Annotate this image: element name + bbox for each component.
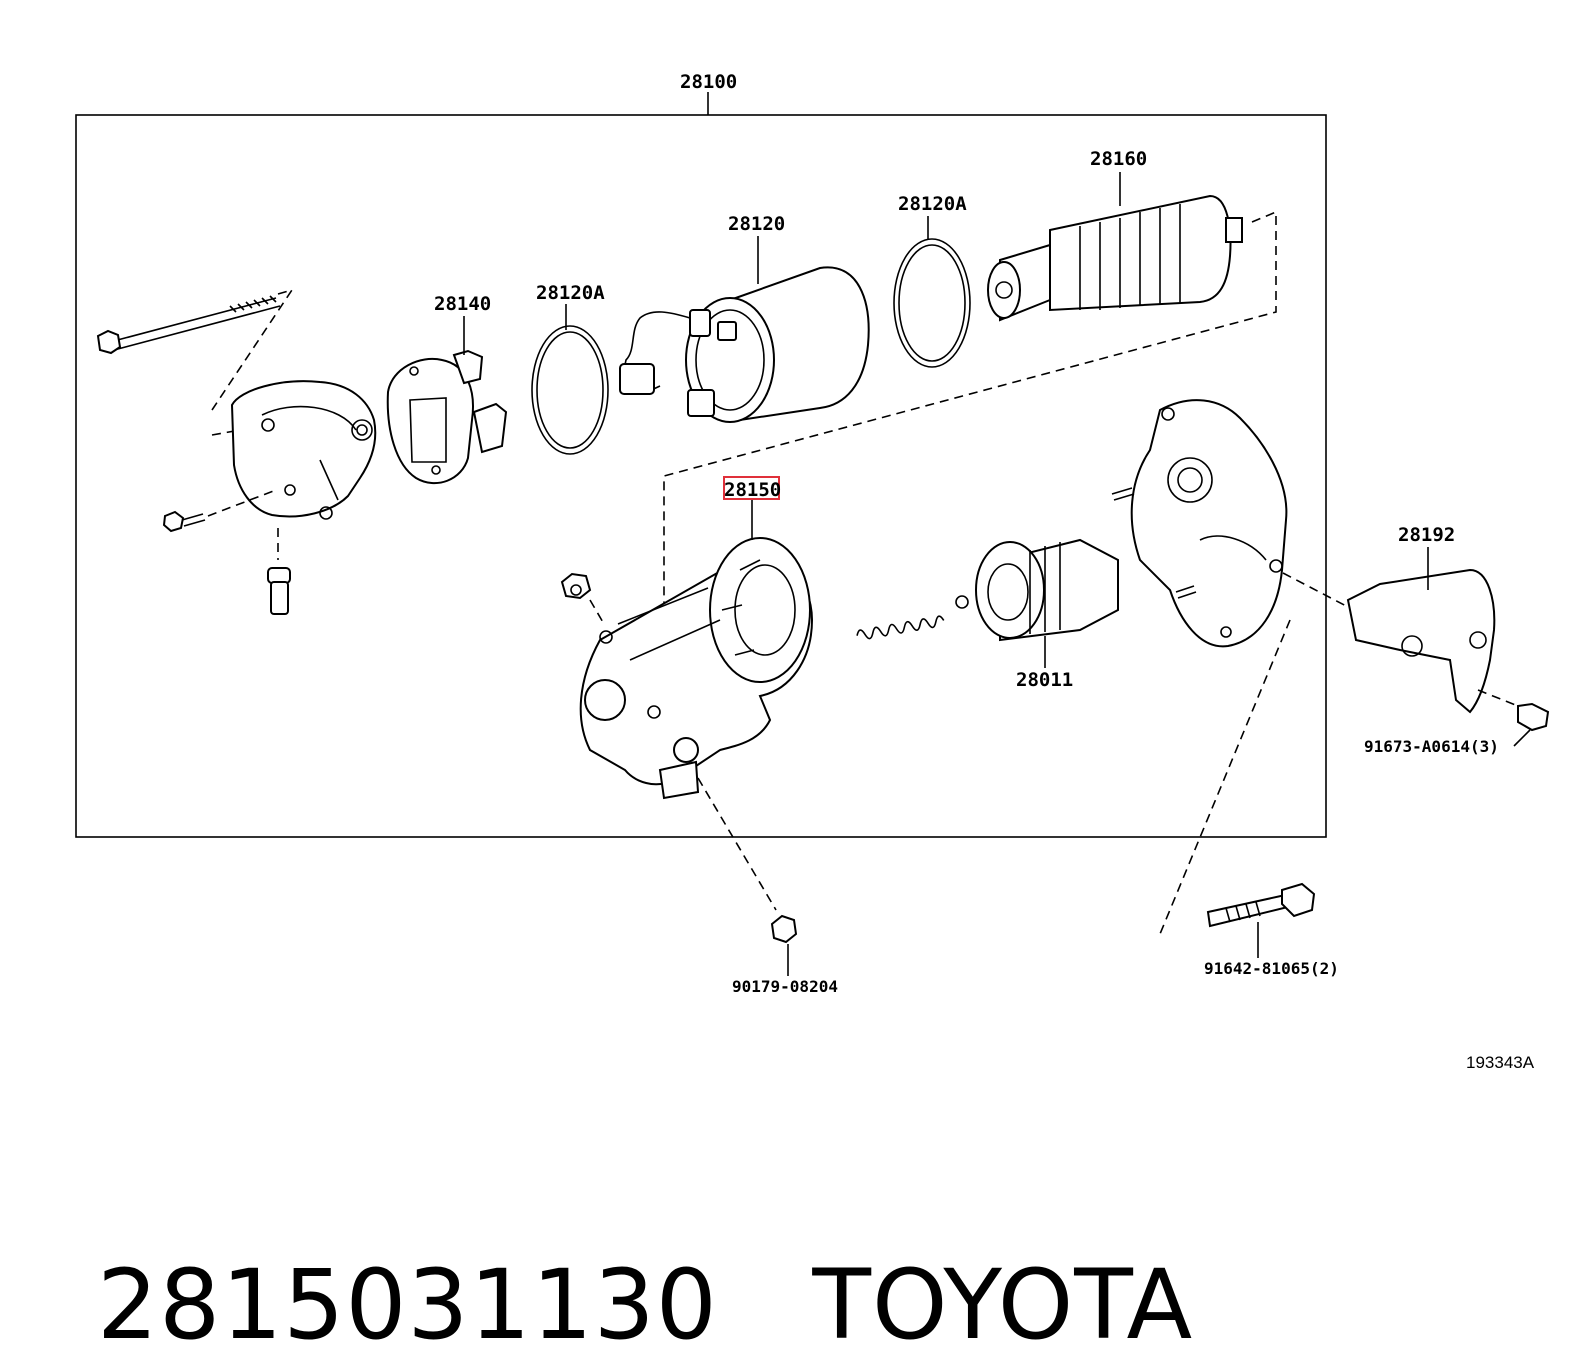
- drive-housing: [1111, 399, 1288, 648]
- label-28150[interactable]: 28150: [724, 479, 781, 501]
- part-caption: 2815031130 TOYOTA: [34, 1140, 1193, 1360]
- o-ring-left: [531, 325, 609, 455]
- label-28160[interactable]: 28160: [1090, 148, 1147, 170]
- label-91673[interactable]: 91673-A0614(3): [1364, 737, 1499, 756]
- label-28100[interactable]: 28100: [680, 71, 737, 93]
- return-spring: [856, 595, 969, 640]
- label-91642[interactable]: 91642-81065(2): [1204, 959, 1339, 978]
- pinion-clutch-28011: [975, 538, 1119, 642]
- label-28140[interactable]: 28140: [434, 293, 491, 315]
- caption-brand: TOYOTA: [812, 1249, 1194, 1361]
- brush-holder-28140: [386, 349, 508, 485]
- hex-nut-upper: [560, 572, 592, 600]
- label-28120a-left[interactable]: 28120A: [536, 282, 605, 304]
- highlight-28150: [723, 476, 780, 500]
- bolt-91673: [1513, 702, 1550, 747]
- end-cover: [230, 380, 377, 520]
- label-28192[interactable]: 28192: [1398, 524, 1455, 546]
- label-28120a-right[interactable]: 28120A: [898, 193, 967, 215]
- label-28120[interactable]: 28120: [728, 213, 785, 235]
- bracket-28192: [1346, 568, 1496, 714]
- housing-28150: [579, 537, 814, 800]
- nut-90179: [770, 914, 798, 944]
- small-screw: [162, 510, 206, 533]
- starter-exploded-diagram: 28100 28140: [75, 71, 1550, 1072]
- label-90179[interactable]: 90179-08204: [732, 977, 838, 996]
- grommet: [267, 528, 291, 615]
- yoke-28120: [619, 266, 870, 423]
- caption-part-number: 2815031130: [97, 1249, 718, 1361]
- through-bolt: [96, 295, 281, 355]
- o-ring-right: [893, 238, 971, 368]
- drawing-code: 193343A: [1466, 1053, 1535, 1072]
- bolt-91642: [1206, 882, 1316, 928]
- assembly-frame-28100: [75, 92, 1327, 838]
- armature-28160: [987, 194, 1243, 322]
- label-28011[interactable]: 28011: [1016, 669, 1073, 691]
